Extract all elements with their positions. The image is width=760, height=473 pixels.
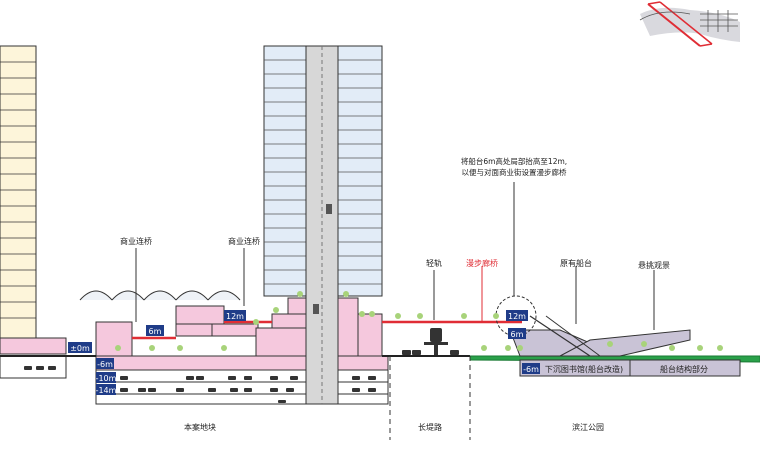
commercial-podium (95, 297, 383, 357)
svg-text:±0m: ±0m (70, 344, 90, 353)
elevation-tags: ±0m 6m 12m 12m 6m -6m -10m -14m (68, 310, 540, 395)
svg-text:-10m: -10m (96, 374, 117, 383)
tag-ground: ±0m (68, 342, 92, 353)
svg-text:6m: 6m (149, 327, 162, 336)
label-light-rail: 轻轨 (426, 258, 442, 268)
residential-building (0, 45, 67, 355)
platform-ramp (509, 315, 741, 377)
tag-podium-6m: 6m (146, 325, 164, 336)
tag-library-depth: -6m (522, 363, 540, 374)
svg-text:-6m: -6m (97, 360, 113, 369)
red-bridges (132, 320, 522, 340)
label-zone-site: 本案地块 (184, 422, 216, 432)
basement-cars (24, 366, 376, 403)
label-zone-park: 滨江公园 (572, 422, 604, 432)
tag-b1: -6m (96, 358, 114, 369)
label-commercial-bridge-2: 商业连桥 (228, 236, 260, 246)
basement-levels (0, 355, 389, 405)
svg-text:12m: 12m (508, 312, 526, 321)
label-leaders (135, 182, 655, 330)
canopy-domes (79, 290, 241, 301)
svg-text:-14m: -14m (96, 386, 117, 395)
tag-b2: -10m (96, 372, 117, 383)
label-platform-structure: 船台结构部分 (660, 364, 708, 374)
light-rail-train (424, 328, 448, 355)
key-plan-thumbnail (639, 1, 740, 47)
tag-podium-12m: 12m (224, 310, 246, 321)
office-tower (263, 45, 383, 405)
label-promenade-bridge: 漫步廊桥 (466, 258, 498, 268)
label-cantilever-view: 悬挑观景 (638, 260, 670, 270)
label-existing-platform: 原有船台 (560, 258, 592, 268)
label-commercial-bridge-1: 商业连桥 (120, 236, 152, 246)
zone-dividers (389, 356, 471, 440)
tag-b3: -14m (96, 384, 117, 395)
label-zone-road: 长堤路 (418, 422, 442, 432)
trees (115, 291, 723, 351)
tag-bridge-12m: 12m (506, 310, 528, 321)
road-vehicles (402, 350, 459, 355)
svg-text:12m: 12m (226, 312, 244, 321)
svg-text:-6m: -6m (523, 365, 539, 374)
tag-platform-6m: 6m (508, 328, 526, 339)
note-line-2: 以便与对面商业街设置漫步廊桥 (462, 167, 567, 177)
note-line-1: 将船台6m高处局部抬高至12m, (461, 156, 567, 166)
label-sunken-library: 下沉图书馆(船台改造) (545, 364, 623, 374)
svg-text:6m: 6m (511, 330, 524, 339)
